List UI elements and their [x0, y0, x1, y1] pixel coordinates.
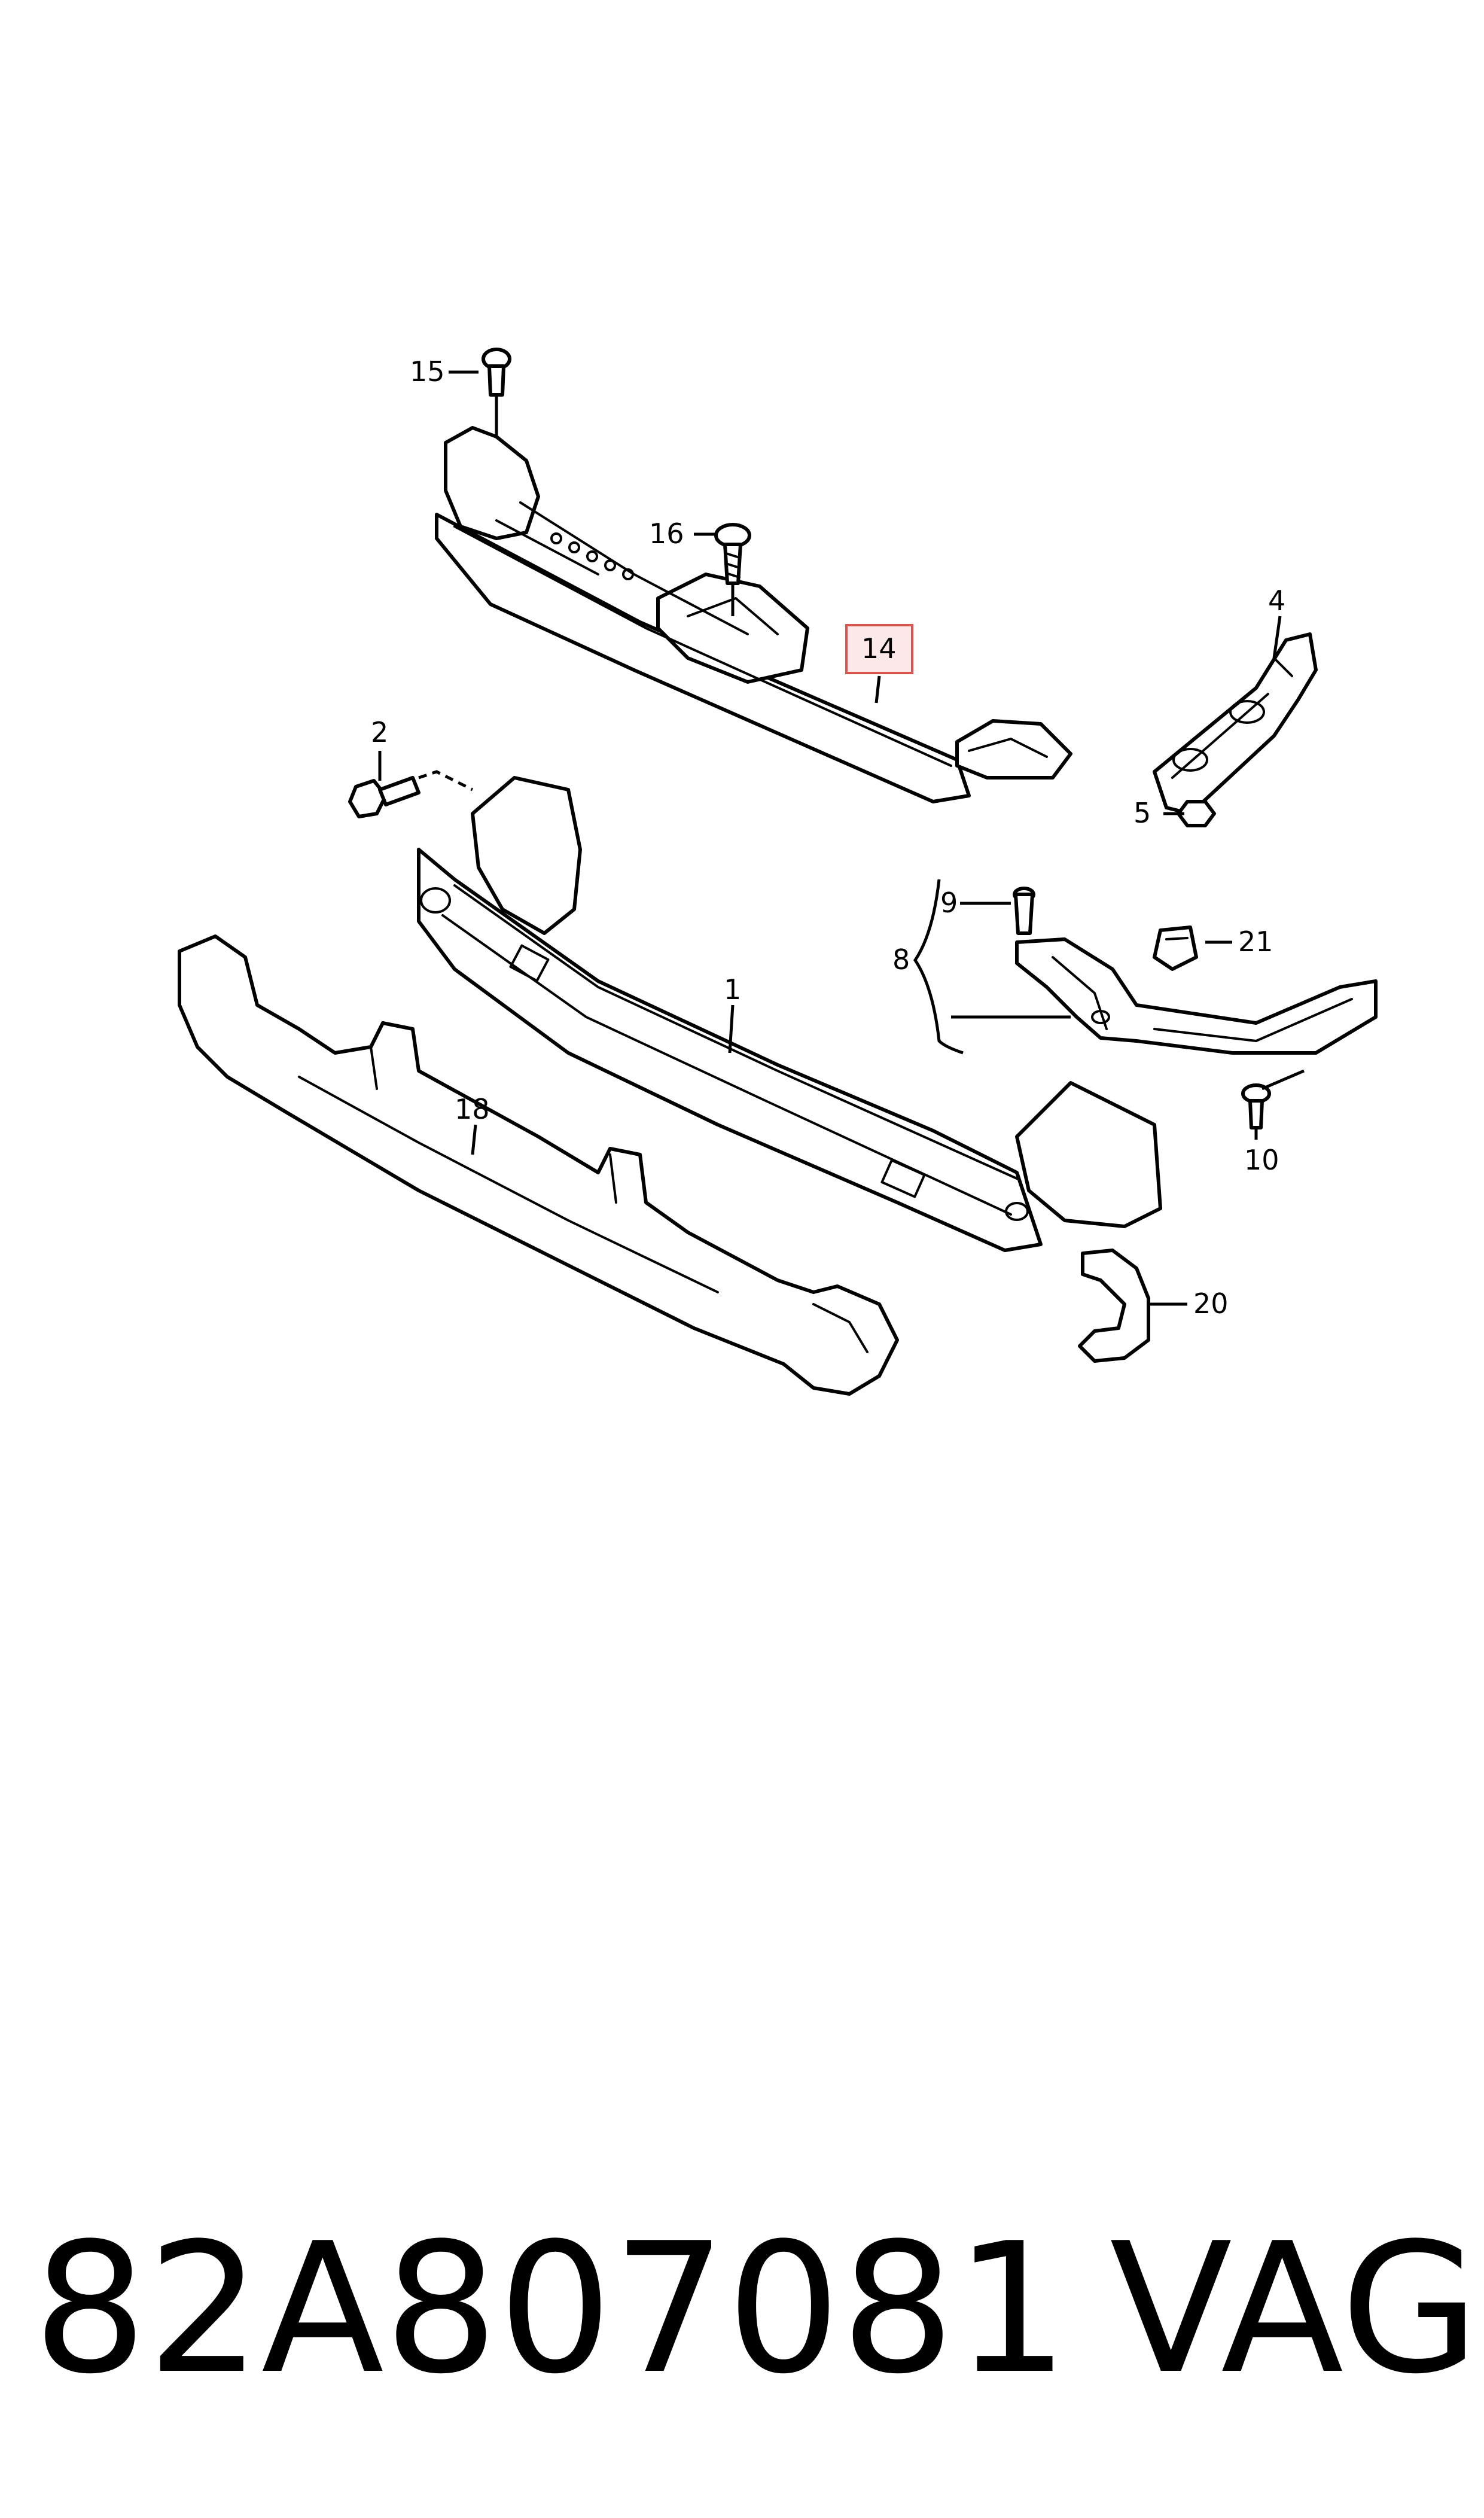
part-10-screw [1241, 1069, 1305, 1129]
callout-4: 4 [1268, 584, 1285, 617]
callout-9: 9 [940, 887, 958, 919]
callout-16: 16 [649, 517, 684, 550]
callout-15: 15 [410, 355, 445, 388]
callout-18: 18 [455, 1093, 490, 1125]
part-4-side-bracket [1153, 632, 1318, 815]
callout-10: 10 [1244, 1144, 1279, 1176]
leader-lines [378, 370, 1282, 1306]
part-16-screw [714, 523, 751, 585]
callout-8: 8 [892, 943, 910, 976]
callout-2: 2 [371, 716, 388, 748]
brand-label: VAG [1110, 2205, 1480, 2413]
part-20-lower-bracket [1078, 1249, 1150, 1363]
callout-labels: 15 16 14 4 5 2 1 18 9 8 21 10 20 [371, 355, 1285, 1320]
part-18-lower-absorber [178, 934, 899, 1396]
callout-20: 20 [1193, 1287, 1229, 1320]
part-2-bolt [348, 776, 420, 818]
part-14-upper-absorber [435, 426, 1072, 803]
part-21-clip [1153, 925, 1198, 971]
highlight-box-14 [845, 624, 913, 674]
callout-5: 5 [1133, 797, 1151, 829]
callout-14: 14 [861, 632, 897, 665]
part-8-bracket-assembly [1015, 937, 1378, 1055]
part-number-label: 82A807081 [33, 2205, 1069, 2413]
callout-21: 21 [1238, 925, 1273, 958]
part-9-pin [1013, 887, 1035, 935]
callout-1: 1 [724, 973, 741, 1006]
part-15-clip [482, 348, 511, 437]
